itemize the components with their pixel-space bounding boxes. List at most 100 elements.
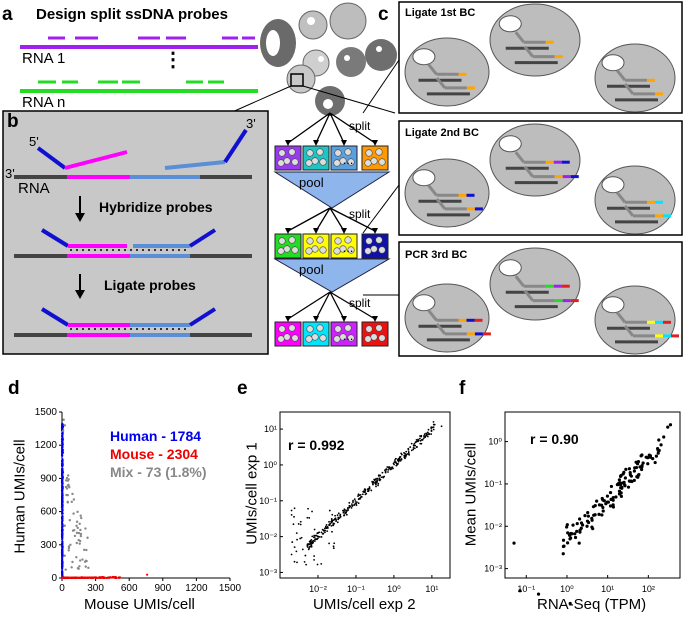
- point: [310, 545, 313, 548]
- x-tick-label: 600: [121, 583, 138, 594]
- point: [624, 467, 628, 471]
- point-mix: [84, 565, 87, 568]
- point-mix: [75, 524, 78, 528]
- point: [379, 474, 382, 477]
- pool-label-2: pool: [299, 262, 324, 277]
- point: [392, 467, 394, 470]
- point: [333, 542, 336, 545]
- point-human: [61, 528, 64, 532]
- point: [623, 484, 627, 488]
- point: [632, 478, 636, 482]
- point: [418, 437, 421, 440]
- point: [394, 459, 396, 461]
- point: [637, 473, 641, 477]
- point: [317, 535, 320, 538]
- split-arrows: [285, 291, 378, 322]
- point: [407, 452, 410, 455]
- y-tick-label: 900: [40, 473, 57, 484]
- point-human: [60, 535, 64, 538]
- y-tick-label: 10⁰: [488, 437, 502, 447]
- panel-b-graphics: [14, 128, 252, 337]
- point: [591, 505, 596, 509]
- point: [573, 532, 577, 536]
- point: [413, 442, 416, 445]
- point: [426, 431, 429, 434]
- point: [617, 481, 621, 485]
- point: [420, 434, 423, 437]
- point: [351, 505, 354, 508]
- y-tick-label: 10⁻¹: [484, 479, 502, 489]
- panel-label-f: f: [459, 378, 466, 399]
- split-pool-graphics: .........: [273, 112, 391, 347]
- point: [395, 462, 398, 465]
- point: [605, 494, 610, 498]
- point-human: [61, 465, 64, 468]
- panel-label-b: b: [7, 111, 19, 132]
- cell: [404, 283, 491, 353]
- point: [378, 479, 381, 482]
- point: [412, 446, 415, 449]
- point-human: [60, 481, 64, 484]
- point: [577, 541, 581, 545]
- point: [348, 505, 351, 507]
- point: [301, 548, 304, 551]
- point-human: [60, 565, 64, 568]
- point: [393, 463, 395, 466]
- point: [608, 504, 613, 508]
- point-human: [61, 567, 64, 570]
- point: [329, 522, 332, 525]
- point: [347, 509, 349, 512]
- well: [330, 233, 358, 259]
- legend-mix: Mix - 73 (1.8%): [110, 464, 207, 480]
- point: [632, 469, 637, 473]
- well: [361, 145, 389, 171]
- point-human: [61, 508, 64, 511]
- point-mix: [77, 538, 80, 542]
- point: [394, 457, 397, 460]
- point-mouse: [89, 576, 92, 579]
- point: [421, 438, 424, 441]
- point-mouse: [105, 576, 108, 580]
- point: [375, 483, 377, 486]
- point: [620, 485, 624, 489]
- split-arrows: [285, 207, 378, 234]
- point: [518, 589, 522, 593]
- point: [311, 510, 313, 513]
- point: [590, 516, 594, 520]
- point-human: [61, 523, 64, 526]
- point: [417, 440, 419, 442]
- ellipsis-label: ...: [343, 152, 354, 167]
- point-human: [60, 449, 64, 452]
- point: [387, 471, 389, 473]
- point-mix: [71, 529, 75, 532]
- y-tick-label: 10⁻³: [259, 567, 277, 577]
- point-human: [61, 489, 64, 492]
- chart-f-annotation: r = 0.90: [530, 431, 579, 447]
- point: [332, 545, 335, 548]
- point: [307, 507, 309, 510]
- point: [512, 541, 516, 545]
- point-human: [61, 545, 64, 548]
- point-mix: [85, 548, 88, 552]
- point: [611, 505, 616, 509]
- point-human: [61, 487, 64, 490]
- point-mix: [65, 487, 69, 490]
- point-human: [61, 517, 64, 520]
- point: [410, 442, 413, 445]
- point: [627, 479, 631, 483]
- point: [432, 423, 435, 426]
- point: [656, 451, 660, 455]
- point: [343, 508, 346, 511]
- point-mix: [80, 516, 83, 520]
- cell: [404, 37, 490, 107]
- point: [399, 456, 402, 458]
- point: [409, 446, 412, 448]
- point: [354, 502, 357, 505]
- point: [653, 460, 657, 465]
- point: [586, 511, 590, 515]
- point: [623, 476, 627, 480]
- chart-f-xlabel: RNA-Seq (TPM): [537, 596, 647, 613]
- point: [561, 544, 565, 549]
- point: [440, 425, 443, 428]
- point-mix: [79, 532, 83, 536]
